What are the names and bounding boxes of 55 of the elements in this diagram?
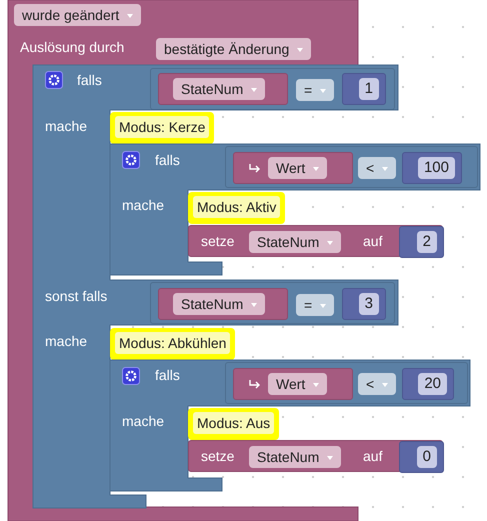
block-label: auf bbox=[363, 232, 382, 251]
block-label: mache bbox=[122, 196, 164, 215]
block-label: setze bbox=[201, 232, 234, 251]
compare-block bbox=[150, 282, 395, 324]
number-block bbox=[402, 368, 454, 400]
block-label: Auslösung durch bbox=[20, 38, 124, 57]
operator-dropdown: < bbox=[358, 157, 396, 179]
number-block bbox=[399, 226, 444, 258]
variable-block bbox=[233, 368, 353, 400]
comment-block bbox=[188, 408, 280, 440]
block-label: falls bbox=[155, 151, 180, 170]
comment-text: Modus: Kerze bbox=[115, 116, 210, 138]
dropdown: Wert bbox=[268, 157, 328, 179]
dropdown: StateNum bbox=[249, 446, 342, 468]
dropdown: bestätigte Änderung bbox=[156, 38, 312, 60]
operator-dropdown: = bbox=[296, 79, 334, 101]
comment-text: Modus: Aus bbox=[193, 412, 274, 434]
set-block bbox=[188, 225, 443, 257]
dropdown: Wert bbox=[268, 373, 328, 395]
number-block bbox=[342, 73, 386, 105]
compare-block bbox=[225, 362, 468, 404]
operator-dropdown: = bbox=[296, 294, 334, 316]
compare-block bbox=[150, 68, 395, 110]
dropdown: StateNum bbox=[173, 78, 266, 100]
number-field: 100 bbox=[418, 157, 455, 179]
block-label: mache bbox=[45, 117, 88, 136]
block-label: mache bbox=[122, 412, 164, 431]
comment-text: Modus: Aktiv bbox=[193, 196, 280, 218]
number-block bbox=[402, 152, 462, 184]
number-field: 1 bbox=[358, 78, 379, 100]
variable-block bbox=[158, 73, 288, 105]
comment-block bbox=[188, 192, 286, 224]
comment-text: Modus: Abkühlen bbox=[115, 332, 230, 354]
number-block bbox=[399, 441, 444, 473]
block-label: falls bbox=[77, 71, 102, 90]
dropdown: wurde geändert bbox=[14, 4, 142, 26]
number-block bbox=[342, 288, 386, 320]
variable-block bbox=[233, 152, 353, 184]
number-field: 2 bbox=[416, 231, 437, 253]
block-label: falls bbox=[155, 366, 180, 385]
number-field: 20 bbox=[418, 373, 447, 395]
set-block bbox=[188, 440, 443, 472]
block-label: auf bbox=[363, 447, 382, 466]
block-label: setze bbox=[201, 447, 234, 466]
variable-block bbox=[158, 288, 288, 320]
number-field: 3 bbox=[358, 293, 379, 315]
dropdown: StateNum bbox=[249, 231, 342, 253]
comment-block bbox=[110, 112, 214, 144]
number-field: 0 bbox=[416, 446, 437, 468]
block-label: sonst falls bbox=[45, 287, 108, 306]
operator-dropdown: < bbox=[358, 373, 396, 395]
dropdown: StateNum bbox=[173, 293, 266, 315]
comment-block bbox=[110, 328, 236, 360]
block-label: mache bbox=[45, 332, 88, 351]
compare-block bbox=[225, 146, 478, 188]
